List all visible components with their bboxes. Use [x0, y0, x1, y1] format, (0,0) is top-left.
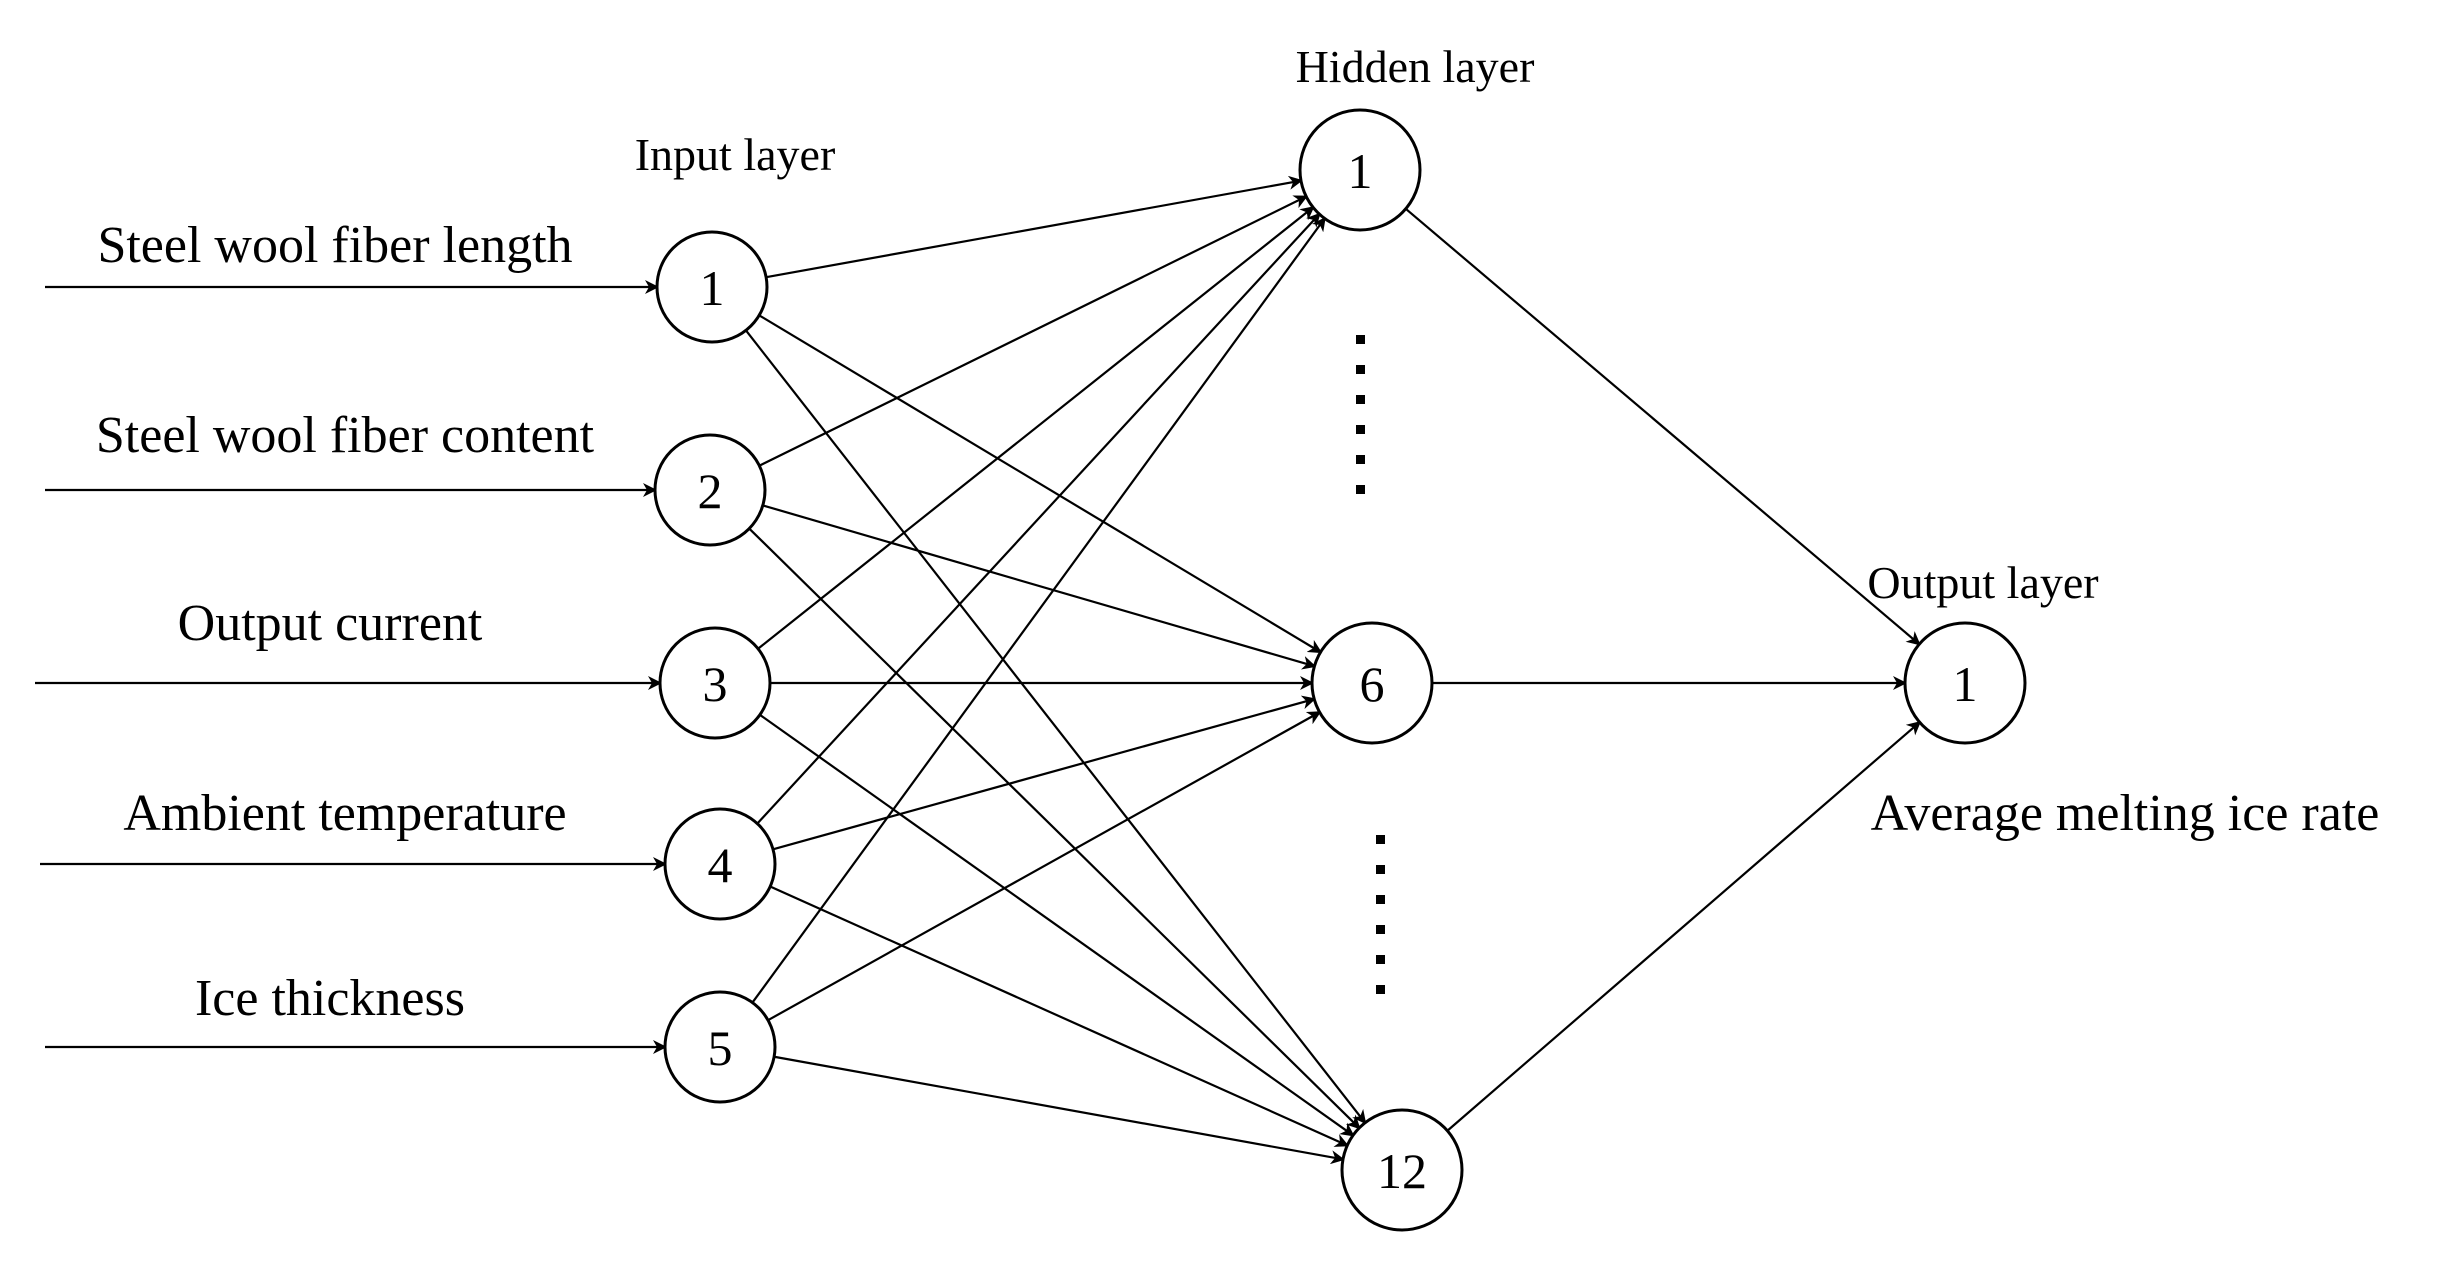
input-node-4: 4: [663, 807, 777, 921]
output-node-1-label: 1: [1953, 656, 1978, 712]
hidden-node-6: 6: [1310, 621, 1434, 745]
edge-input-2-to-hidden-12: [748, 527, 1361, 1130]
input-node-5-label: 5: [708, 1020, 733, 1076]
output-node-1: 1: [1903, 621, 2027, 745]
hidden-node-1: 1: [1298, 108, 1422, 232]
edge-input-3-to-hidden-12: [759, 713, 1355, 1137]
edge-hidden-12-to-output-1: [1446, 720, 1922, 1132]
input-node-2: 2: [653, 433, 767, 547]
hidden-node-12-label: 12: [1377, 1143, 1427, 1199]
hidden-node-1-label: 1: [1348, 143, 1373, 199]
connections: [35, 175, 1922, 1165]
edge-input-1-to-hidden-6: [758, 314, 1323, 654]
hidden-node-12: 12: [1340, 1108, 1464, 1232]
output-result-label: Average melting ice rate: [1871, 785, 2380, 842]
feature-label-ambient-temperature: Ambient temperature: [123, 785, 566, 842]
hidden-ellipsis-lower: [1376, 835, 1385, 994]
edge-input-1-to-hidden-12: [744, 329, 1367, 1125]
edge-input-4-to-hidden-12: [769, 885, 1350, 1147]
input-node-3: 3: [658, 626, 772, 740]
feature-label-output-current: Output current: [178, 595, 483, 652]
edge-input-3-to-hidden-1: [757, 206, 1315, 650]
edge-input-4-to-hidden-1: [756, 212, 1321, 825]
input-node-5: 5: [663, 990, 777, 1104]
edge-input-5-to-hidden-12: [773, 1055, 1345, 1165]
edge-input-4-to-hidden-6: [772, 695, 1317, 851]
input-layer-title: Input layer: [635, 129, 836, 180]
input-node-1-label: 1: [700, 260, 725, 316]
input-node-4-label: 4: [708, 837, 733, 893]
feature-label-fiber-length: Steel wool fiber length: [97, 217, 572, 274]
edge-input-1-to-hidden-1: [765, 175, 1303, 279]
hidden-layer-title: Hidden layer: [1296, 41, 1535, 92]
input-node-2-label: 2: [698, 463, 723, 519]
output-layer-title: Output layer: [1867, 557, 2098, 608]
edge-input-5-to-hidden-6: [767, 711, 1322, 1022]
hidden-node-6-label: 6: [1360, 656, 1385, 712]
feature-label-ice-thickness: Ice thickness: [195, 970, 465, 1027]
edge-hidden-1-to-output-1: [1405, 207, 1921, 646]
input-node-3-label: 3: [703, 656, 728, 712]
input-node-1: 1: [655, 230, 769, 344]
edge-input-2-to-hidden-6: [762, 504, 1317, 670]
hidden-ellipsis-upper: [1356, 335, 1365, 494]
edge-input-2-to-hidden-1: [758, 195, 1308, 467]
edge-input-5-to-hidden-1: [751, 216, 1326, 1004]
feature-label-fiber-content: Steel wool fiber content: [96, 407, 595, 464]
